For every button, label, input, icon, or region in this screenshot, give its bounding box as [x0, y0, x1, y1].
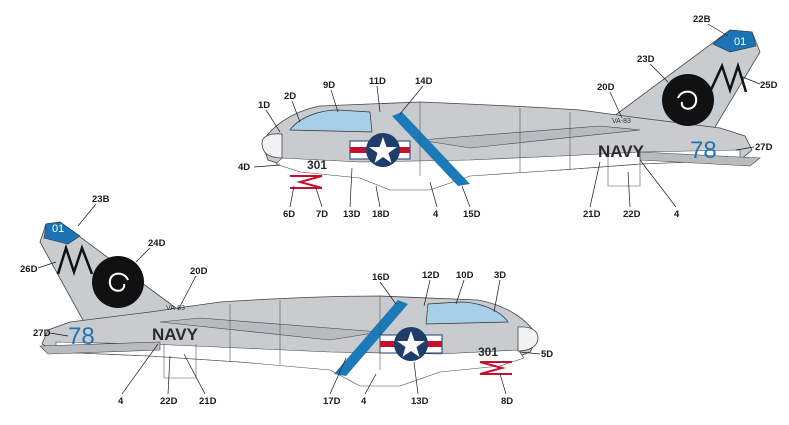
top-tail-chevron	[708, 61, 748, 94]
bottom-nose-chevron	[479, 361, 512, 375]
top-underside	[275, 149, 741, 191]
top-nose-number: 301	[307, 158, 327, 172]
top-side-number: 78	[690, 137, 717, 164]
top-navy-text: NAVY	[598, 142, 645, 161]
callout: 7D	[316, 209, 328, 220]
callout: 20D	[190, 266, 208, 277]
top-blue-stripe	[392, 112, 470, 186]
top-nose-chevron	[290, 175, 323, 189]
bottom-tail-number: 01	[52, 223, 64, 235]
callout: 9D	[323, 80, 335, 91]
callout: 23B	[92, 194, 110, 205]
callout: 22B	[693, 14, 711, 25]
bottom-underside	[55, 341, 525, 387]
callout: 20D	[597, 82, 615, 93]
callout: 18D	[372, 209, 390, 220]
bottom-blue-stripe	[334, 300, 408, 376]
top-tail-cap	[712, 29, 757, 53]
callout: 21D	[583, 209, 601, 220]
callout: 11D	[369, 76, 386, 87]
callout: 22D	[623, 209, 641, 220]
bottom-side-number: 78	[68, 323, 95, 350]
bottom-navy-text: NAVY	[152, 325, 199, 344]
top-canopy	[289, 109, 373, 133]
callout: 4	[433, 209, 439, 220]
callout: 4D	[238, 162, 250, 173]
bottom-squadron-text: VA-83	[166, 305, 185, 312]
bottom-callouts: 23B 24D 26D 20D 27D 4 22D 21D 16D 12D 10…	[20, 194, 553, 407]
top-callouts: 1D 2D 9D 11D 14D 4D 6D 7D 13D 18D 4 15D …	[238, 14, 778, 220]
bottom-tail-chevron	[56, 243, 94, 276]
callout: 13D	[343, 209, 361, 220]
callout: 1D	[258, 100, 270, 111]
top-aircraft: NAVY 78 01 301 VA-83	[261, 29, 761, 191]
callout: 4	[118, 396, 124, 407]
top-radome	[261, 133, 283, 159]
callout: 22D	[160, 396, 178, 407]
callout: 6D	[283, 209, 295, 220]
callout: 8D	[501, 396, 513, 407]
bottom-tail-emblem	[92, 256, 144, 308]
callout: 24D	[148, 238, 166, 249]
top-tail-number: 01	[734, 36, 746, 48]
callout: 23D	[637, 54, 655, 65]
callout: 27D	[755, 142, 773, 153]
callout: 16D	[372, 272, 390, 283]
callout: 10D	[456, 270, 474, 281]
callout: 13D	[411, 396, 429, 407]
bottom-nose-number: 301	[478, 345, 498, 359]
bottom-national-insignia	[379, 327, 443, 361]
callout: 12D	[422, 270, 440, 281]
callout: 17D	[323, 396, 341, 407]
top-national-insignia	[349, 133, 411, 167]
bottom-aircraft: NAVY 78 01 301 VA-83	[39, 221, 539, 387]
bottom-tail-cap	[43, 221, 81, 245]
callout: 2D	[284, 91, 296, 102]
callout: 25D	[760, 80, 778, 91]
callout: 26D	[20, 264, 38, 275]
callout: 21D	[199, 396, 217, 407]
bottom-radome	[517, 326, 539, 352]
top-wing	[419, 125, 641, 149]
bottom-canopy	[425, 301, 509, 325]
bottom-stabilizer	[39, 341, 161, 355]
top-squadron-text: VA-83	[612, 118, 631, 125]
callout: 5D	[541, 349, 553, 360]
callout: 3D	[494, 270, 506, 281]
bottom-wing	[159, 317, 381, 341]
top-tail-emblem	[662, 74, 714, 126]
callout: 4	[674, 209, 680, 220]
callout: 14D	[415, 76, 433, 87]
callout: 4	[361, 396, 367, 407]
callout: 27D	[33, 328, 51, 339]
callout: 15D	[463, 209, 481, 220]
